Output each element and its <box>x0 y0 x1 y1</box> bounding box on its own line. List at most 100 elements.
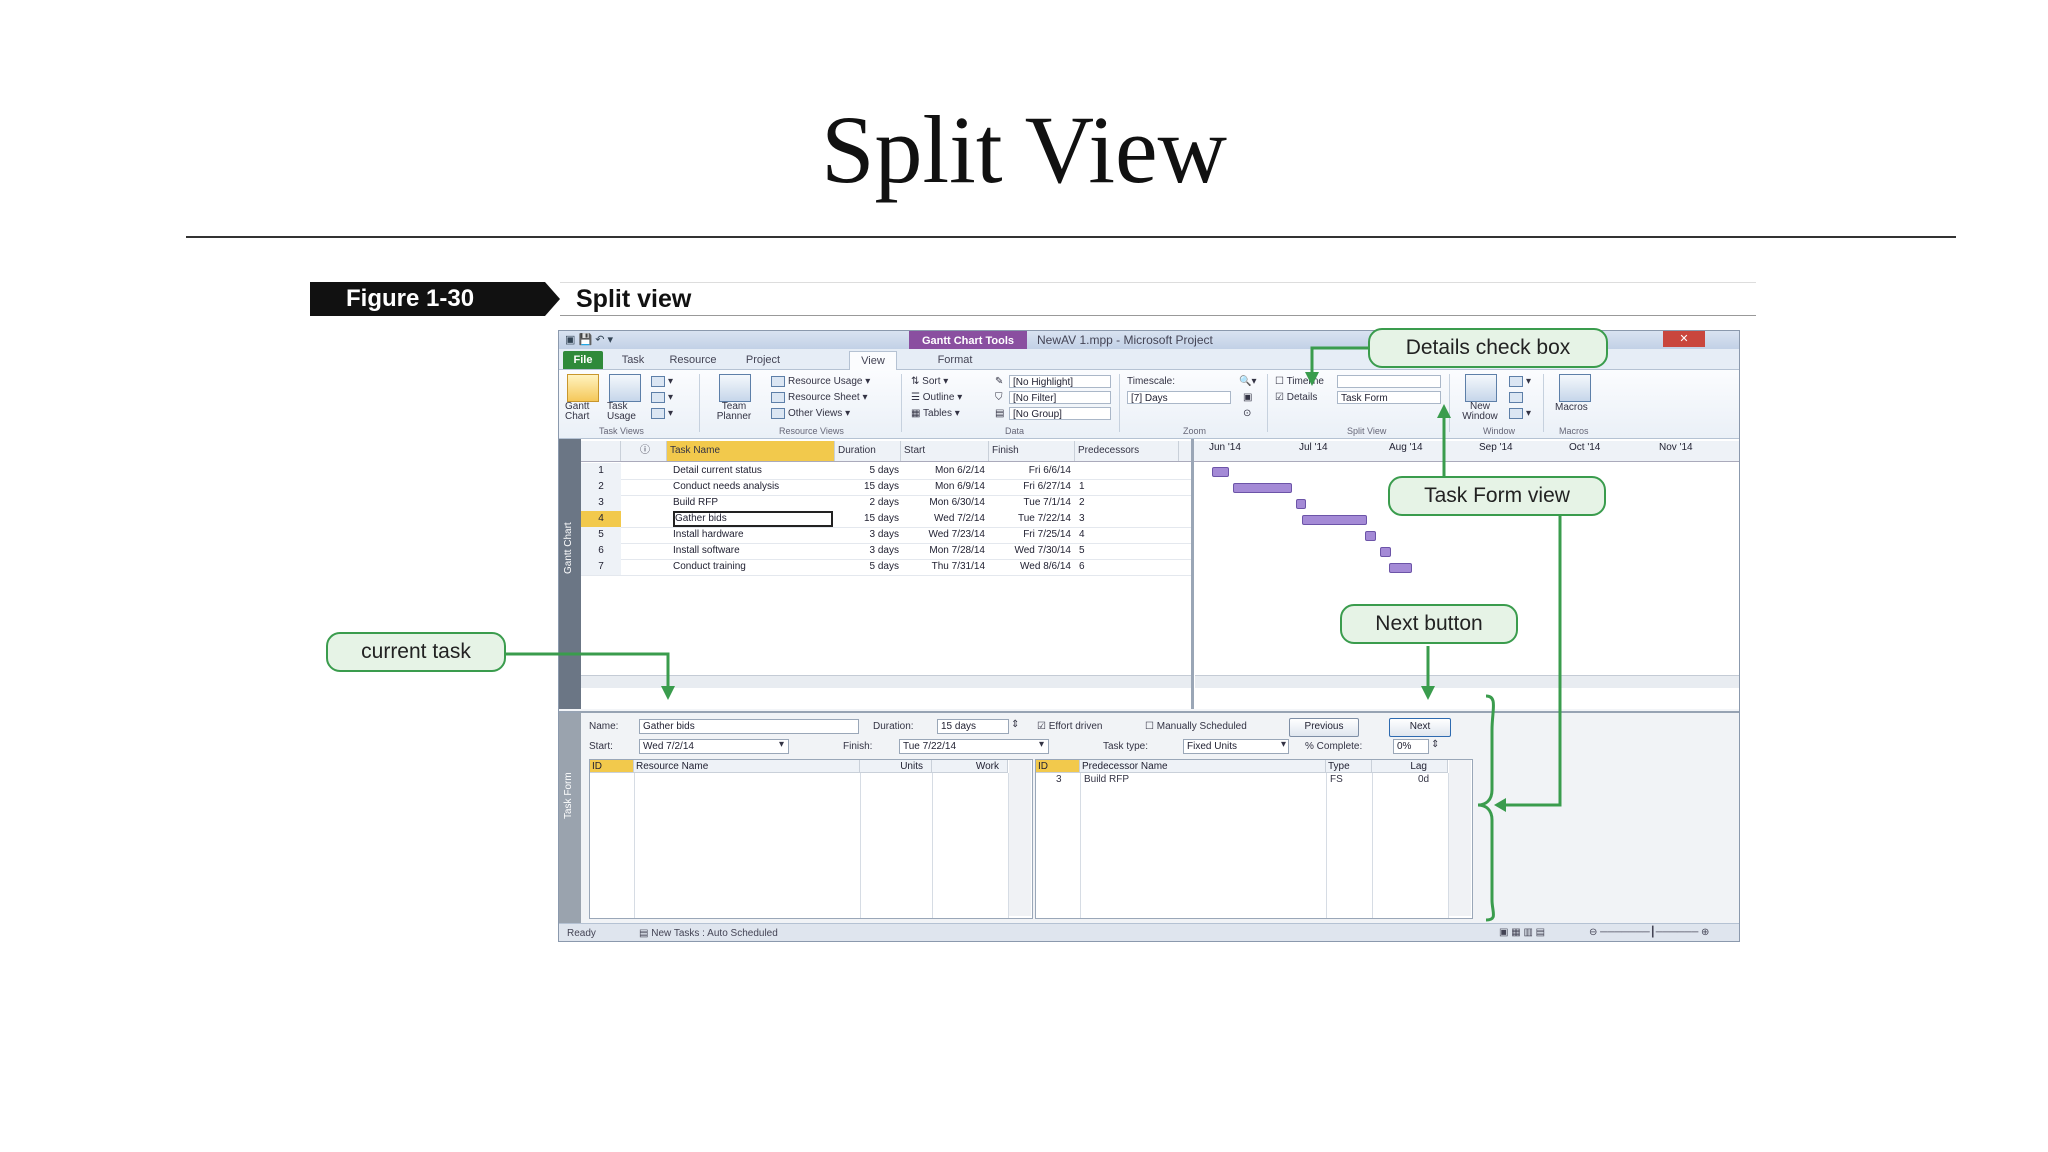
cell-name[interactable]: Conduct training <box>673 561 746 572</box>
cell-finish[interactable]: Fri 6/27/14 <box>1023 481 1071 492</box>
previous-button[interactable]: Previous <box>1289 718 1359 737</box>
timeline-dropdown[interactable] <box>1337 375 1441 388</box>
next-button[interactable]: Next <box>1389 718 1451 737</box>
selected-tasks-icon[interactable]: ⊙ <box>1243 408 1252 419</box>
resource-usage-button[interactable]: Resource Usage ▾ <box>771 376 870 387</box>
cell-id[interactable]: 7 <box>581 559 621 575</box>
res-column-units[interactable]: Units <box>860 760 932 773</box>
cell-start[interactable]: Thu 7/31/14 <box>931 561 985 572</box>
cell-name[interactable]: Install hardware <box>673 529 744 540</box>
task-type-field[interactable]: Fixed Units <box>1183 739 1289 754</box>
pred-column-name[interactable]: Predecessor Name <box>1080 760 1326 773</box>
cell-start[interactable]: Wed 7/2/14 <box>934 513 985 524</box>
name-field[interactable]: Gather bids <box>639 719 859 734</box>
percent-complete-field[interactable]: 0% <box>1393 739 1429 754</box>
column-finish[interactable]: Finish <box>989 441 1075 461</box>
duration-field[interactable]: 15 days <box>937 719 1009 734</box>
other-views-button[interactable]: Other Views ▾ <box>771 408 850 419</box>
pred-row-lag[interactable]: 0d <box>1418 774 1430 785</box>
cell-finish[interactable]: Fri 6/6/14 <box>1028 465 1071 476</box>
start-field[interactable]: Wed 7/2/14 <box>639 739 789 754</box>
cell-pred[interactable]: 6 <box>1079 561 1085 572</box>
start-dropdown-icon[interactable]: ▾ <box>779 739 785 750</box>
gantt-bar[interactable] <box>1365 531 1376 541</box>
cell-pred[interactable]: 4 <box>1079 529 1085 540</box>
predecessors-scrollbar[interactable] <box>1449 760 1471 916</box>
calendar-view-icon[interactable]: ▾ <box>651 392 673 403</box>
cell-finish[interactable]: Wed 8/6/14 <box>1020 561 1071 572</box>
res-column-work[interactable]: Work <box>932 760 1008 773</box>
cell-name[interactable]: Detail current status <box>673 465 762 476</box>
highlight-dropdown[interactable]: [No Highlight] <box>1009 375 1111 388</box>
gantt-bar[interactable] <box>1380 547 1391 557</box>
cell-duration[interactable]: 5 days <box>869 465 899 476</box>
zoom-icon[interactable]: 🔍▾ <box>1239 376 1257 387</box>
tab-resource[interactable]: Resource <box>669 354 717 366</box>
cell-id[interactable]: 5 <box>581 527 621 543</box>
new-window-label[interactable]: New Window <box>1462 401 1498 422</box>
pred-column-lag[interactable]: Lag <box>1372 760 1448 773</box>
cell-id[interactable]: 1 <box>581 463 621 479</box>
gantt-chart-label[interactable]: Gantt Chart <box>565 401 590 422</box>
timeline-checkbox[interactable]: ☐ Timeline <box>1275 376 1324 387</box>
cell-finish[interactable]: Wed 7/30/14 <box>1014 545 1071 556</box>
gantt-bar[interactable] <box>1302 515 1367 525</box>
cell-id[interactable]: 2 <box>581 479 621 495</box>
cell-id[interactable]: 3 <box>581 495 621 511</box>
pred-row-type[interactable]: FS <box>1330 774 1343 785</box>
grid-horizontal-scrollbar[interactable] <box>581 675 1191 688</box>
column-task-name[interactable]: Task Name <box>667 441 835 461</box>
task-usage-label[interactable]: Task Usage <box>607 401 636 422</box>
cell-duration[interactable]: 3 days <box>869 545 899 556</box>
cell-id[interactable]: 6 <box>581 543 621 559</box>
pred-row-name[interactable]: Build RFP <box>1084 774 1130 785</box>
percent-spinner-icon[interactable]: ⇕ <box>1431 739 1440 750</box>
cell-name[interactable]: Conduct needs analysis <box>673 481 780 492</box>
gantt-bar[interactable] <box>1233 483 1292 493</box>
outline-button[interactable]: ☰ Outline ▾ <box>911 392 963 403</box>
table-row[interactable]: 1 Detail current status 5 days Mon 6/2/14 Fr… <box>581 463 1191 480</box>
close-icon[interactable]: ✕ <box>1663 331 1705 347</box>
column-start[interactable]: Start <box>901 441 989 461</box>
tab-project[interactable]: Project <box>745 354 781 366</box>
cell-finish[interactable]: Tue 7/1/14 <box>1023 497 1071 508</box>
macros-button-label[interactable]: Macros <box>1555 402 1588 413</box>
split-divider[interactable] <box>1191 439 1194 709</box>
manually-scheduled-checkbox[interactable]: ☐ Manually Scheduled <box>1145 721 1247 732</box>
zoom-slider[interactable]: ⊖ ───────┃────── ⊕ <box>1589 927 1710 938</box>
pred-row-id[interactable]: 3 <box>1056 774 1062 785</box>
tables-button[interactable]: ▦ Tables ▾ <box>911 408 960 419</box>
other-task-views-icon[interactable]: ▾ <box>651 408 673 419</box>
details-dropdown[interactable]: Task Form <box>1337 391 1441 404</box>
resource-sheet-button[interactable]: Resource Sheet ▾ <box>771 392 868 403</box>
duration-spinner-icon[interactable]: ⇕ <box>1011 719 1020 730</box>
cell-duration[interactable]: 15 days <box>863 481 899 492</box>
cell-start[interactable]: Mon 6/2/14 <box>934 465 985 476</box>
cell-duration[interactable]: 15 days <box>863 513 899 524</box>
column-predecessors[interactable]: Predecessors <box>1075 441 1179 461</box>
chart-horizontal-scrollbar[interactable] <box>1195 675 1739 688</box>
hide-icon[interactable]: ▾ <box>1509 408 1531 419</box>
filter-dropdown[interactable]: [No Filter] <box>1009 391 1111 404</box>
tab-view[interactable]: View <box>849 351 897 370</box>
pred-column-type[interactable]: Type <box>1326 760 1372 773</box>
cell-name[interactable]: Install software <box>673 545 740 556</box>
cell-pred[interactable]: 3 <box>1079 513 1085 524</box>
view-shortcuts[interactable]: ▣ ▦ ▥ ▤ <box>1499 927 1546 938</box>
gantt-chart-icon[interactable] <box>567 374 599 402</box>
new-tasks-mode[interactable]: ▤ New Tasks : Auto Scheduled <box>639 928 778 939</box>
tab-task[interactable]: Task <box>621 354 645 366</box>
pred-column-id[interactable]: ID <box>1036 760 1080 773</box>
cell-duration[interactable]: 2 days <box>869 497 899 508</box>
switch-windows-icon[interactable]: ▾ <box>1509 376 1531 387</box>
new-window-icon[interactable] <box>1465 374 1497 402</box>
cell-pred[interactable]: 2 <box>1079 497 1085 508</box>
finish-dropdown-icon[interactable]: ▾ <box>1039 739 1045 750</box>
gantt-bar[interactable] <box>1389 563 1412 573</box>
cell-duration[interactable]: 3 days <box>869 529 899 540</box>
column-duration[interactable]: Duration <box>835 441 901 461</box>
cell-id[interactable]: 4 <box>581 511 621 527</box>
